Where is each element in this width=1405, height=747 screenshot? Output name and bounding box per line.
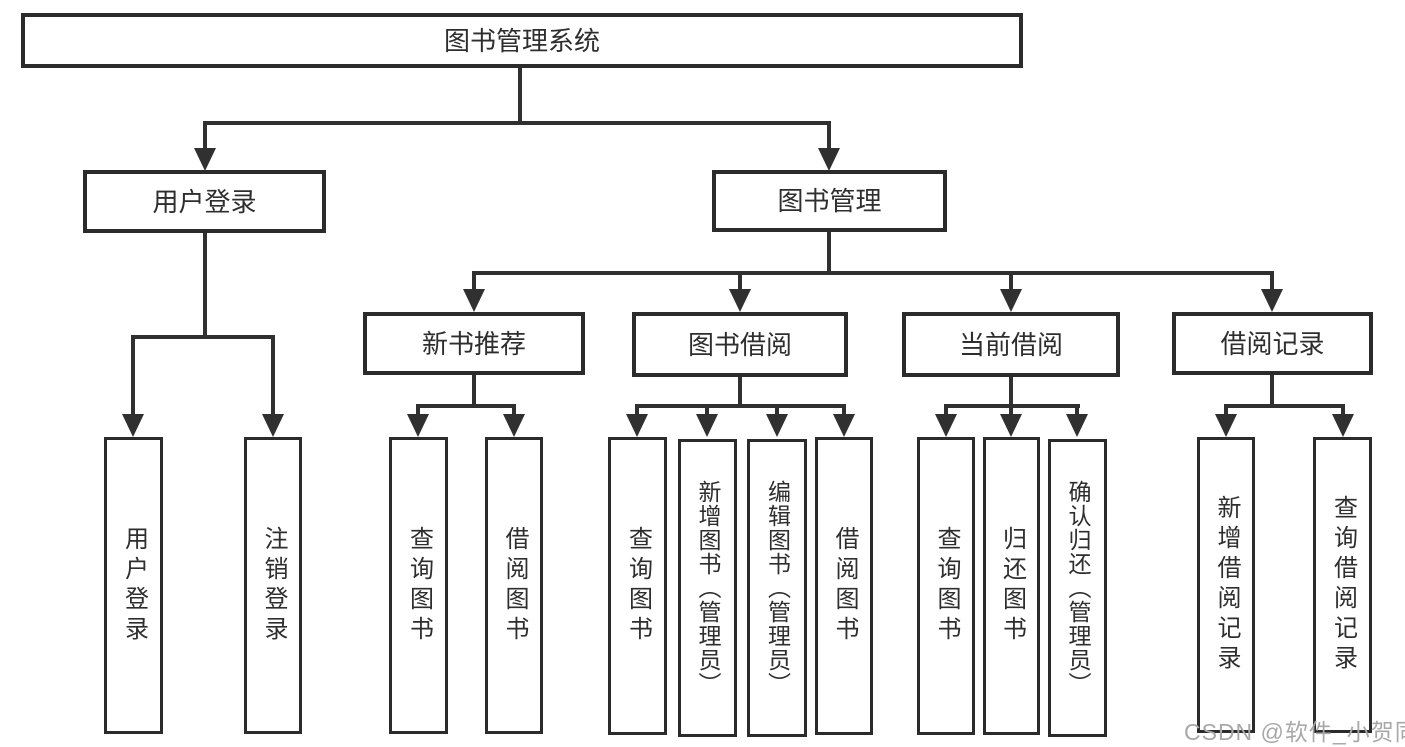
leaf-label: 用户登录 bbox=[120, 525, 148, 646]
arrowhead bbox=[766, 414, 788, 437]
node-user-login: 用户登录 bbox=[83, 170, 326, 233]
leaf-borrow-books-2: 借阅图书 bbox=[815, 437, 873, 735]
leaf-query-books-1: 查询图书 bbox=[389, 437, 448, 734]
leaf-label: 查询图书 bbox=[405, 525, 433, 646]
arrowhead bbox=[729, 289, 751, 312]
leaf-query-books-2: 查询图书 bbox=[608, 437, 667, 735]
leaf-label: 新增借阅记录 bbox=[1213, 495, 1240, 675]
leaf-label: 借阅图书 bbox=[831, 526, 858, 646]
leaf-return-books: 归还图书 bbox=[983, 437, 1040, 735]
leaf-add-borrow-record: 新增借阅记录 bbox=[1197, 437, 1255, 733]
node-root-label: 图书管理系统 bbox=[443, 25, 600, 56]
leaf-edit-books-admin: 编辑图书（管理员） bbox=[747, 439, 807, 737]
leaf-label: 查询图书 bbox=[624, 526, 652, 646]
arrowhead bbox=[463, 289, 485, 312]
arrowhead bbox=[696, 414, 718, 437]
arrowhead bbox=[122, 414, 144, 437]
node-book-management: 图书管理 bbox=[712, 170, 947, 232]
leaf-label: 编辑图书（管理员） bbox=[764, 480, 791, 696]
leaf-query-books-3: 查询图书 bbox=[917, 437, 975, 735]
arrowhead bbox=[1066, 414, 1088, 437]
leaf-borrow-books-1: 借阅图书 bbox=[485, 437, 543, 734]
arrowhead bbox=[194, 148, 216, 171]
node-new-book-recommend-label: 新书推荐 bbox=[421, 328, 526, 359]
leaf-logout: 注销登录 bbox=[244, 437, 302, 734]
leaf-label: 借阅图书 bbox=[501, 525, 528, 646]
csdn-watermark: CSDN @软件_小贺同学 bbox=[1184, 719, 1405, 745]
leaf-label: 注销登录 bbox=[260, 525, 287, 646]
node-current-borrow-label: 当前借阅 bbox=[958, 329, 1063, 360]
leaf-add-books-admin: 新增图书（管理员） bbox=[678, 439, 737, 737]
arrowhead bbox=[626, 414, 648, 437]
leaf-label: 查询图书 bbox=[933, 526, 960, 646]
leaf-label: 新增图书（管理员） bbox=[695, 480, 721, 696]
arrowhead bbox=[1000, 414, 1022, 437]
node-book-borrow-label: 图书借阅 bbox=[687, 329, 792, 360]
arrowhead bbox=[1332, 414, 1354, 437]
arrowhead bbox=[818, 148, 840, 171]
leaf-user-login: 用户登录 bbox=[104, 437, 163, 734]
leaf-confirm-return-admin: 确认归还（管理员） bbox=[1048, 439, 1107, 737]
node-book-borrow: 图书借阅 bbox=[632, 312, 848, 377]
arrowhead bbox=[407, 414, 429, 437]
arrowhead bbox=[262, 414, 284, 437]
leaf-label: 确认归还（管理员） bbox=[1065, 480, 1091, 696]
arrowhead bbox=[1215, 414, 1237, 437]
node-book-management-label: 图书管理 bbox=[777, 186, 882, 216]
arrowhead bbox=[935, 414, 957, 437]
leaf-label: 归还图书 bbox=[998, 526, 1026, 646]
node-current-borrow: 当前借阅 bbox=[902, 312, 1120, 377]
arrowhead bbox=[503, 414, 525, 437]
node-root: 图书管理系统 bbox=[21, 13, 1023, 68]
node-borrow-records: 借阅记录 bbox=[1172, 312, 1373, 375]
arrowhead bbox=[1261, 289, 1283, 312]
arrowhead bbox=[833, 414, 855, 437]
node-borrow-records-label: 借阅记录 bbox=[1220, 328, 1325, 359]
leaf-label: 查询借阅记录 bbox=[1329, 495, 1357, 675]
node-new-book-recommend: 新书推荐 bbox=[363, 312, 585, 375]
node-user-login-label: 用户登录 bbox=[152, 186, 257, 217]
leaf-query-borrow-record: 查询借阅记录 bbox=[1313, 437, 1372, 733]
arrowhead bbox=[1000, 289, 1022, 312]
